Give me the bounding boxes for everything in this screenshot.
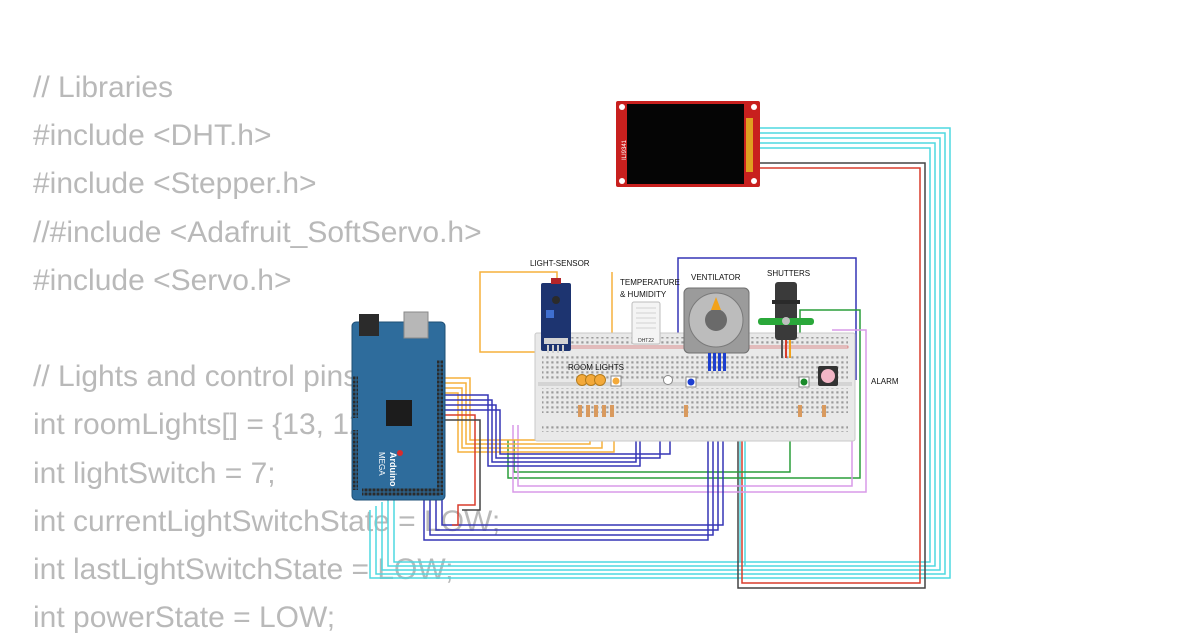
code-line: // Lights and control pins bbox=[33, 360, 359, 394]
blue-wire bbox=[677, 257, 857, 380]
code-line: int powerState = LOW; bbox=[33, 601, 336, 635]
arduino-model: MEGA bbox=[377, 452, 386, 476]
display-chip-label: ILI9341 bbox=[622, 139, 628, 160]
led-blue bbox=[687, 378, 695, 386]
light-sensor-label: LIGHT-SENSOR bbox=[530, 259, 590, 268]
alarm-label: ALARM bbox=[871, 377, 899, 386]
shutters-label: SHUTTERS bbox=[767, 269, 810, 278]
dark-wire bbox=[445, 419, 481, 511]
alarm-button: ALARM bbox=[818, 366, 899, 386]
humidity-label: & HUMIDITY bbox=[620, 290, 667, 299]
code-line: #include <DHT.h> bbox=[33, 119, 272, 153]
code-line: //#include <Adafruit_SoftServo.h> bbox=[33, 215, 482, 249]
led-white bbox=[663, 375, 673, 385]
room-lights: ROOM LIGHTS bbox=[568, 363, 826, 417]
room-lights-label: ROOM LIGHTS bbox=[568, 363, 624, 372]
led-yellow bbox=[594, 374, 606, 386]
dark-wire bbox=[737, 162, 926, 589]
red-wire bbox=[741, 167, 921, 584]
resistors bbox=[578, 405, 826, 417]
code-line: int lastLightSwitchState = LOW; bbox=[33, 552, 454, 586]
light-sensor: LIGHT-SENSOR bbox=[530, 259, 590, 353]
code-line: int lightSwitch = 7; bbox=[33, 456, 276, 490]
pink-wire bbox=[512, 329, 867, 493]
led-yellow bbox=[612, 377, 620, 385]
code-line: #include <Servo.h> bbox=[33, 263, 292, 297]
cyan-wires bbox=[369, 127, 951, 579]
temperature-humidity-sensor: TEMPERATURE & HUMIDITY DHT22 bbox=[620, 278, 680, 345]
tft-display: ILI9341 bbox=[616, 101, 760, 187]
code-line: // Libraries bbox=[33, 71, 174, 104]
ventilator-motor: VENTILATOR bbox=[683, 273, 750, 371]
shutters-servo: SHUTTERS bbox=[758, 269, 814, 358]
arduino-brand: Arduino bbox=[388, 452, 398, 487]
red-wire bbox=[445, 414, 476, 526]
code-editor-background: // Libraries #include <DHT.h> #include <… bbox=[33, 64, 500, 642]
arduino-mega: Arduino MEGA bbox=[351, 311, 446, 501]
code-line: #include <Stepper.h> bbox=[33, 167, 317, 201]
led-green bbox=[800, 378, 808, 386]
ventilator-label: VENTILATOR bbox=[691, 273, 741, 282]
temperature-label: TEMPERATURE bbox=[620, 278, 680, 287]
dht22-label: DHT22 bbox=[638, 338, 654, 344]
